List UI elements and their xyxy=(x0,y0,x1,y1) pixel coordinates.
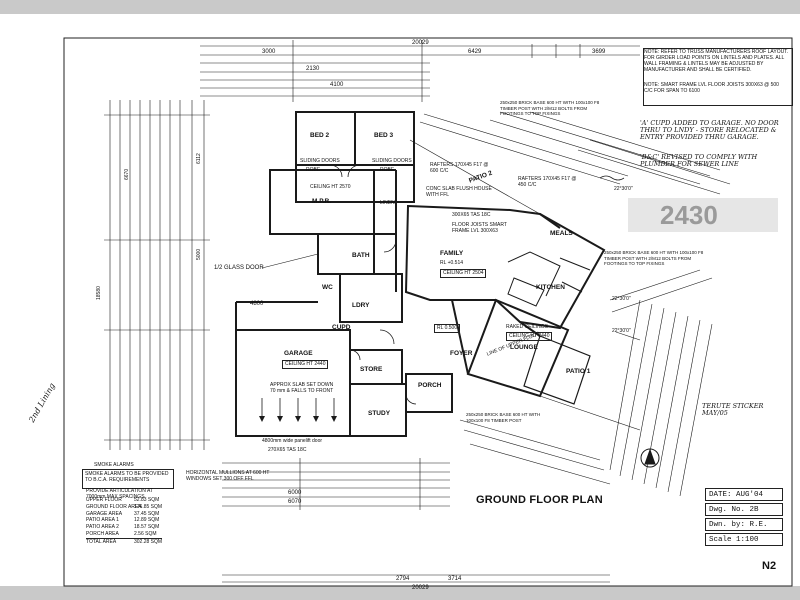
dim-left-overall: 18580 xyxy=(96,286,102,300)
door-swings xyxy=(329,164,417,405)
robe-label-1: ROBE xyxy=(306,167,321,173)
title-block-dwn-by: Dwn. by: R.E. xyxy=(705,518,783,531)
north-arrow-icon xyxy=(640,448,660,468)
ceiling-garage: CEILING HT 2440 xyxy=(282,360,329,369)
room-ldry: LDRY xyxy=(352,302,370,309)
title-block-dwg-no: Dwg. No. 2B xyxy=(705,503,783,516)
mullions-note: HORIZONTAL MULLIONS AT 600 HT WINDOWS SE… xyxy=(186,470,270,482)
title-block-date: DATE: AUG'04 xyxy=(705,488,783,501)
dim-bottom-overall: 20029 xyxy=(412,585,429,591)
smoke-alarm-note-box: SMOKE ALARMS TO BE PROVIDED TO B.C.A. RE… xyxy=(82,469,174,489)
dim-top-c: 3699 xyxy=(592,49,606,55)
room-porch: PORCH xyxy=(418,382,442,389)
truss-note: NOTE: REFER TO TRUSS MANUFACTURERS ROOF … xyxy=(644,49,789,73)
ceiling-family: CEILING HT 2504 xyxy=(440,269,487,278)
room-linen: LINEN xyxy=(380,200,395,206)
room-bath: BATH xyxy=(352,252,370,259)
left-dimensions xyxy=(104,100,210,450)
slab-fall-arrows xyxy=(261,398,335,418)
revision-note-b: 'B&C' REVISED TO COMPLY WITH PLUMBER FOR… xyxy=(640,153,758,168)
room-study: STUDY xyxy=(368,410,391,417)
panelift-label: 4800mm wide panelift door xyxy=(262,438,323,444)
rafters-1: RAFTERS 170X45 F17 @ 600 C/C xyxy=(430,162,489,174)
approx-slab-note: APPROX SLAB SET DOWN 70 mm & FALLS TO FR… xyxy=(270,382,334,394)
room-family: FAMILY xyxy=(440,250,464,257)
dim-bottom-a: 6000 xyxy=(288,490,302,496)
family-beam-label: 300X65 TAS 18C xyxy=(452,212,491,218)
svg-text:2430: 2430 xyxy=(660,200,718,230)
room-wc: WC xyxy=(322,284,333,291)
articulation-note: PROVIDE ARTICULATION AT 7000mm MAX SPACI… xyxy=(86,488,153,500)
brick-base-3: 250x250 BRICK BASE 600 HT WITH 100x100 F… xyxy=(466,412,541,423)
dim-left-d: 4800 xyxy=(250,301,264,307)
raked-ceilings: RAKED CEILINGS xyxy=(506,324,548,330)
brick-base-1: 250x250 BRICK BASE 600 HT WITH 100x100 F… xyxy=(500,100,600,116)
room-foyer: FOYER xyxy=(450,350,473,357)
room-lounge: LOUNGE xyxy=(510,344,538,351)
garage-beam-label: 270X65 TAS 18C xyxy=(268,447,307,453)
dim-left-a: 6670 xyxy=(124,168,130,180)
angle-2: 22°30'0" xyxy=(612,296,631,302)
truss-note-box: NOTE: REFER TO TRUSS MANUFACTURERS ROOF … xyxy=(643,48,793,106)
kitchen-benches xyxy=(507,251,591,307)
brick-base-2: 250x250 BRICK BASE 600 HT WITH 100x100 F… xyxy=(604,250,704,266)
dim-top-a: 3000 xyxy=(262,49,276,55)
revision-cloud xyxy=(599,175,625,181)
dim-left-c: 5000 xyxy=(196,248,202,260)
dim-top-e: 2130 xyxy=(306,66,320,72)
dim-top-overall: 20029 xyxy=(412,40,429,46)
angle-1: 22°30'0" xyxy=(614,186,633,192)
area-row: GROUND FLOOR AREA176.85 SQM xyxy=(86,503,163,510)
smoke-alarm-note: SMOKE ALARMS TO BE PROVIDED TO B.C.A. RE… xyxy=(85,471,169,483)
top-dimensions xyxy=(200,40,640,102)
room-bed3: BED 3 xyxy=(374,132,394,139)
sheet-border xyxy=(63,37,793,587)
level-family: RL +0.514 xyxy=(440,260,464,266)
title-block-scale: Scale 1:100 xyxy=(705,533,783,546)
dim-bottom-c: 3714 xyxy=(448,576,462,582)
sliding-doors-1: SLIDING DOORS xyxy=(300,158,340,164)
ceiling-lounge: CEILING HT 2440 xyxy=(506,332,553,341)
dim-bottom-b: 6070 xyxy=(288,499,302,505)
ceiling-mpr: CEILING HT 2570 xyxy=(310,184,351,190)
room-patio1: PATIO 1 xyxy=(566,368,591,375)
stamp-mark: 2430 xyxy=(628,198,778,232)
bottom-dimensions xyxy=(222,458,610,583)
sheet-number: N2 xyxy=(762,560,777,572)
dim-top-b: 6429 xyxy=(468,49,482,55)
room-meals: MEALS xyxy=(550,230,573,237)
room-kitchen: KITCHEN xyxy=(536,284,565,291)
drawing-title: GROUND FLOOR PLAN xyxy=(476,494,603,506)
patio-2-dimensions xyxy=(409,111,731,215)
room-mpr: M.P.R. xyxy=(312,198,332,205)
room-store: STORE xyxy=(360,366,383,373)
dim-bottom-d: 2794 xyxy=(396,576,410,582)
room-garage: GARAGE xyxy=(284,350,313,357)
revision-note-a: 'A' CUPD ADDED TO GARAGE. NO DOOR THRU T… xyxy=(640,119,779,141)
right-dimensions xyxy=(459,269,713,497)
signature-note: TERUTE STICKER MAY/05 xyxy=(702,402,764,417)
angle-3: 22°30'0" xyxy=(612,328,631,334)
dim-top-d: 4100 xyxy=(330,82,344,88)
frame-note: NOTE: SMART FRAME LVL FLOOR JOISTS 300X6… xyxy=(644,82,779,94)
level-foyer: RL 0.500 xyxy=(434,324,461,333)
robe-label-2: ROBE xyxy=(380,167,395,173)
rafters-2: RAFTERS 170X45 F17 @ 450 C/C xyxy=(518,176,577,188)
dim-left-b: 6112 xyxy=(196,153,202,164)
smoke-alarms-legend: SMOKE ALARMS xyxy=(94,462,134,468)
conc-slab-note: CONC SLAB FLUSH HOUSE WITH FFL xyxy=(426,186,492,198)
room-bed2: BED 2 xyxy=(310,132,330,139)
room-cupd: CUPD xyxy=(332,324,351,331)
sliding-doors-2: SLIDING DOORS xyxy=(372,158,412,164)
glass-door-label: 1/2 GLASS DOOR xyxy=(214,265,264,271)
floor-joists-label: FLOOR JOISTS SMART FRAME LVL 300X63 xyxy=(452,222,507,234)
